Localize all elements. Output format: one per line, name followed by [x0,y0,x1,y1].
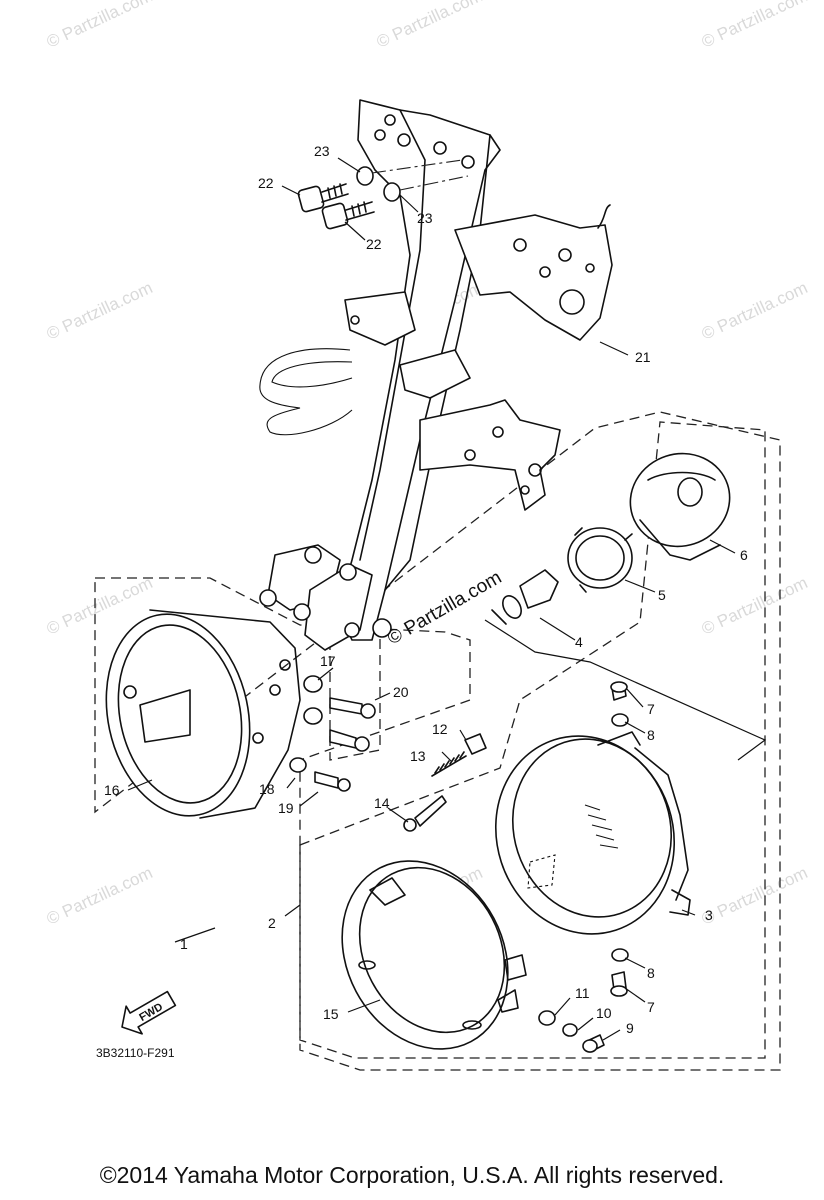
callout-7a: 7 [647,701,655,717]
watermark: © Partzilla.com [374,0,486,52]
bulb [491,569,559,625]
callout-labels: 1 2 3 4 5 6 7 8 8 7 9 10 11 12 13 14 15 … [104,143,748,1036]
callout-14: 14 [374,795,390,811]
socket-ring [567,527,633,593]
callout-23b: 23 [417,210,433,226]
watermark: © Partzilla.com [699,573,811,639]
headlight-rim [341,860,527,1050]
callout-20: 20 [393,684,409,700]
headlight-case [105,609,301,819]
case-fasteners [289,675,376,792]
fwd-arrow-icon [121,990,177,1035]
washer-23-lower [383,182,401,202]
headlight-stay [259,99,613,651]
copyright-notice: ©2014 Yamaha Motor Corporation, U.S.A. A… [99,1162,725,1188]
lens-pattern [527,804,619,889]
callout-2: 2 [268,915,276,931]
watermark: © Partzilla.com [44,278,156,344]
partzilla-stamp: © Partzilla.com [384,567,505,649]
callout-17: 17 [320,653,336,669]
leader-lines [127,157,767,1041]
bolt-22-upper [297,185,325,213]
bolt-22-lower [321,202,349,230]
callout-6: 6 [740,547,748,563]
callout-1: 1 [180,936,188,952]
callout-13: 13 [410,748,426,764]
callout-3: 3 [705,907,713,923]
watermark: © Partzilla.com [44,863,156,929]
socket-cover [629,452,731,561]
callout-11: 11 [575,985,590,1001]
callout-8b: 8 [647,965,655,981]
callout-19: 19 [278,800,294,816]
callout-18: 18 [259,781,275,797]
callout-9: 9 [626,1020,634,1036]
fwd-arrow: FWD [121,990,177,1035]
aim-fasteners [610,681,629,997]
adjuster-parts [403,733,487,832]
callout-7b: 7 [647,999,655,1015]
callout-8a: 8 [647,727,655,743]
washer-23-upper [356,166,374,186]
callout-22a: 22 [258,175,274,191]
callout-21: 21 [635,349,651,365]
callout-16: 16 [104,782,120,798]
rim-fasteners [538,1010,605,1053]
fwd-label: FWD [137,1001,165,1024]
callout-23a: 23 [314,143,330,159]
callout-15: 15 [323,1006,339,1022]
callout-12: 12 [432,721,448,737]
headlight-unit [494,731,691,935]
assembly-2-outline [299,421,766,1059]
callout-22b: 22 [366,236,382,252]
diagram-code: 3B32110-F291 [96,1046,175,1060]
callout-10: 10 [596,1005,612,1021]
callout-5: 5 [658,587,666,603]
upper-fasteners [297,159,469,230]
watermark: © Partzilla.com [699,0,811,52]
watermark: © Partzilla.com [44,0,156,52]
callout-4: 4 [575,634,583,650]
watermark: © Partzilla.com [699,863,811,929]
watermark: © Partzilla.com [699,278,811,344]
